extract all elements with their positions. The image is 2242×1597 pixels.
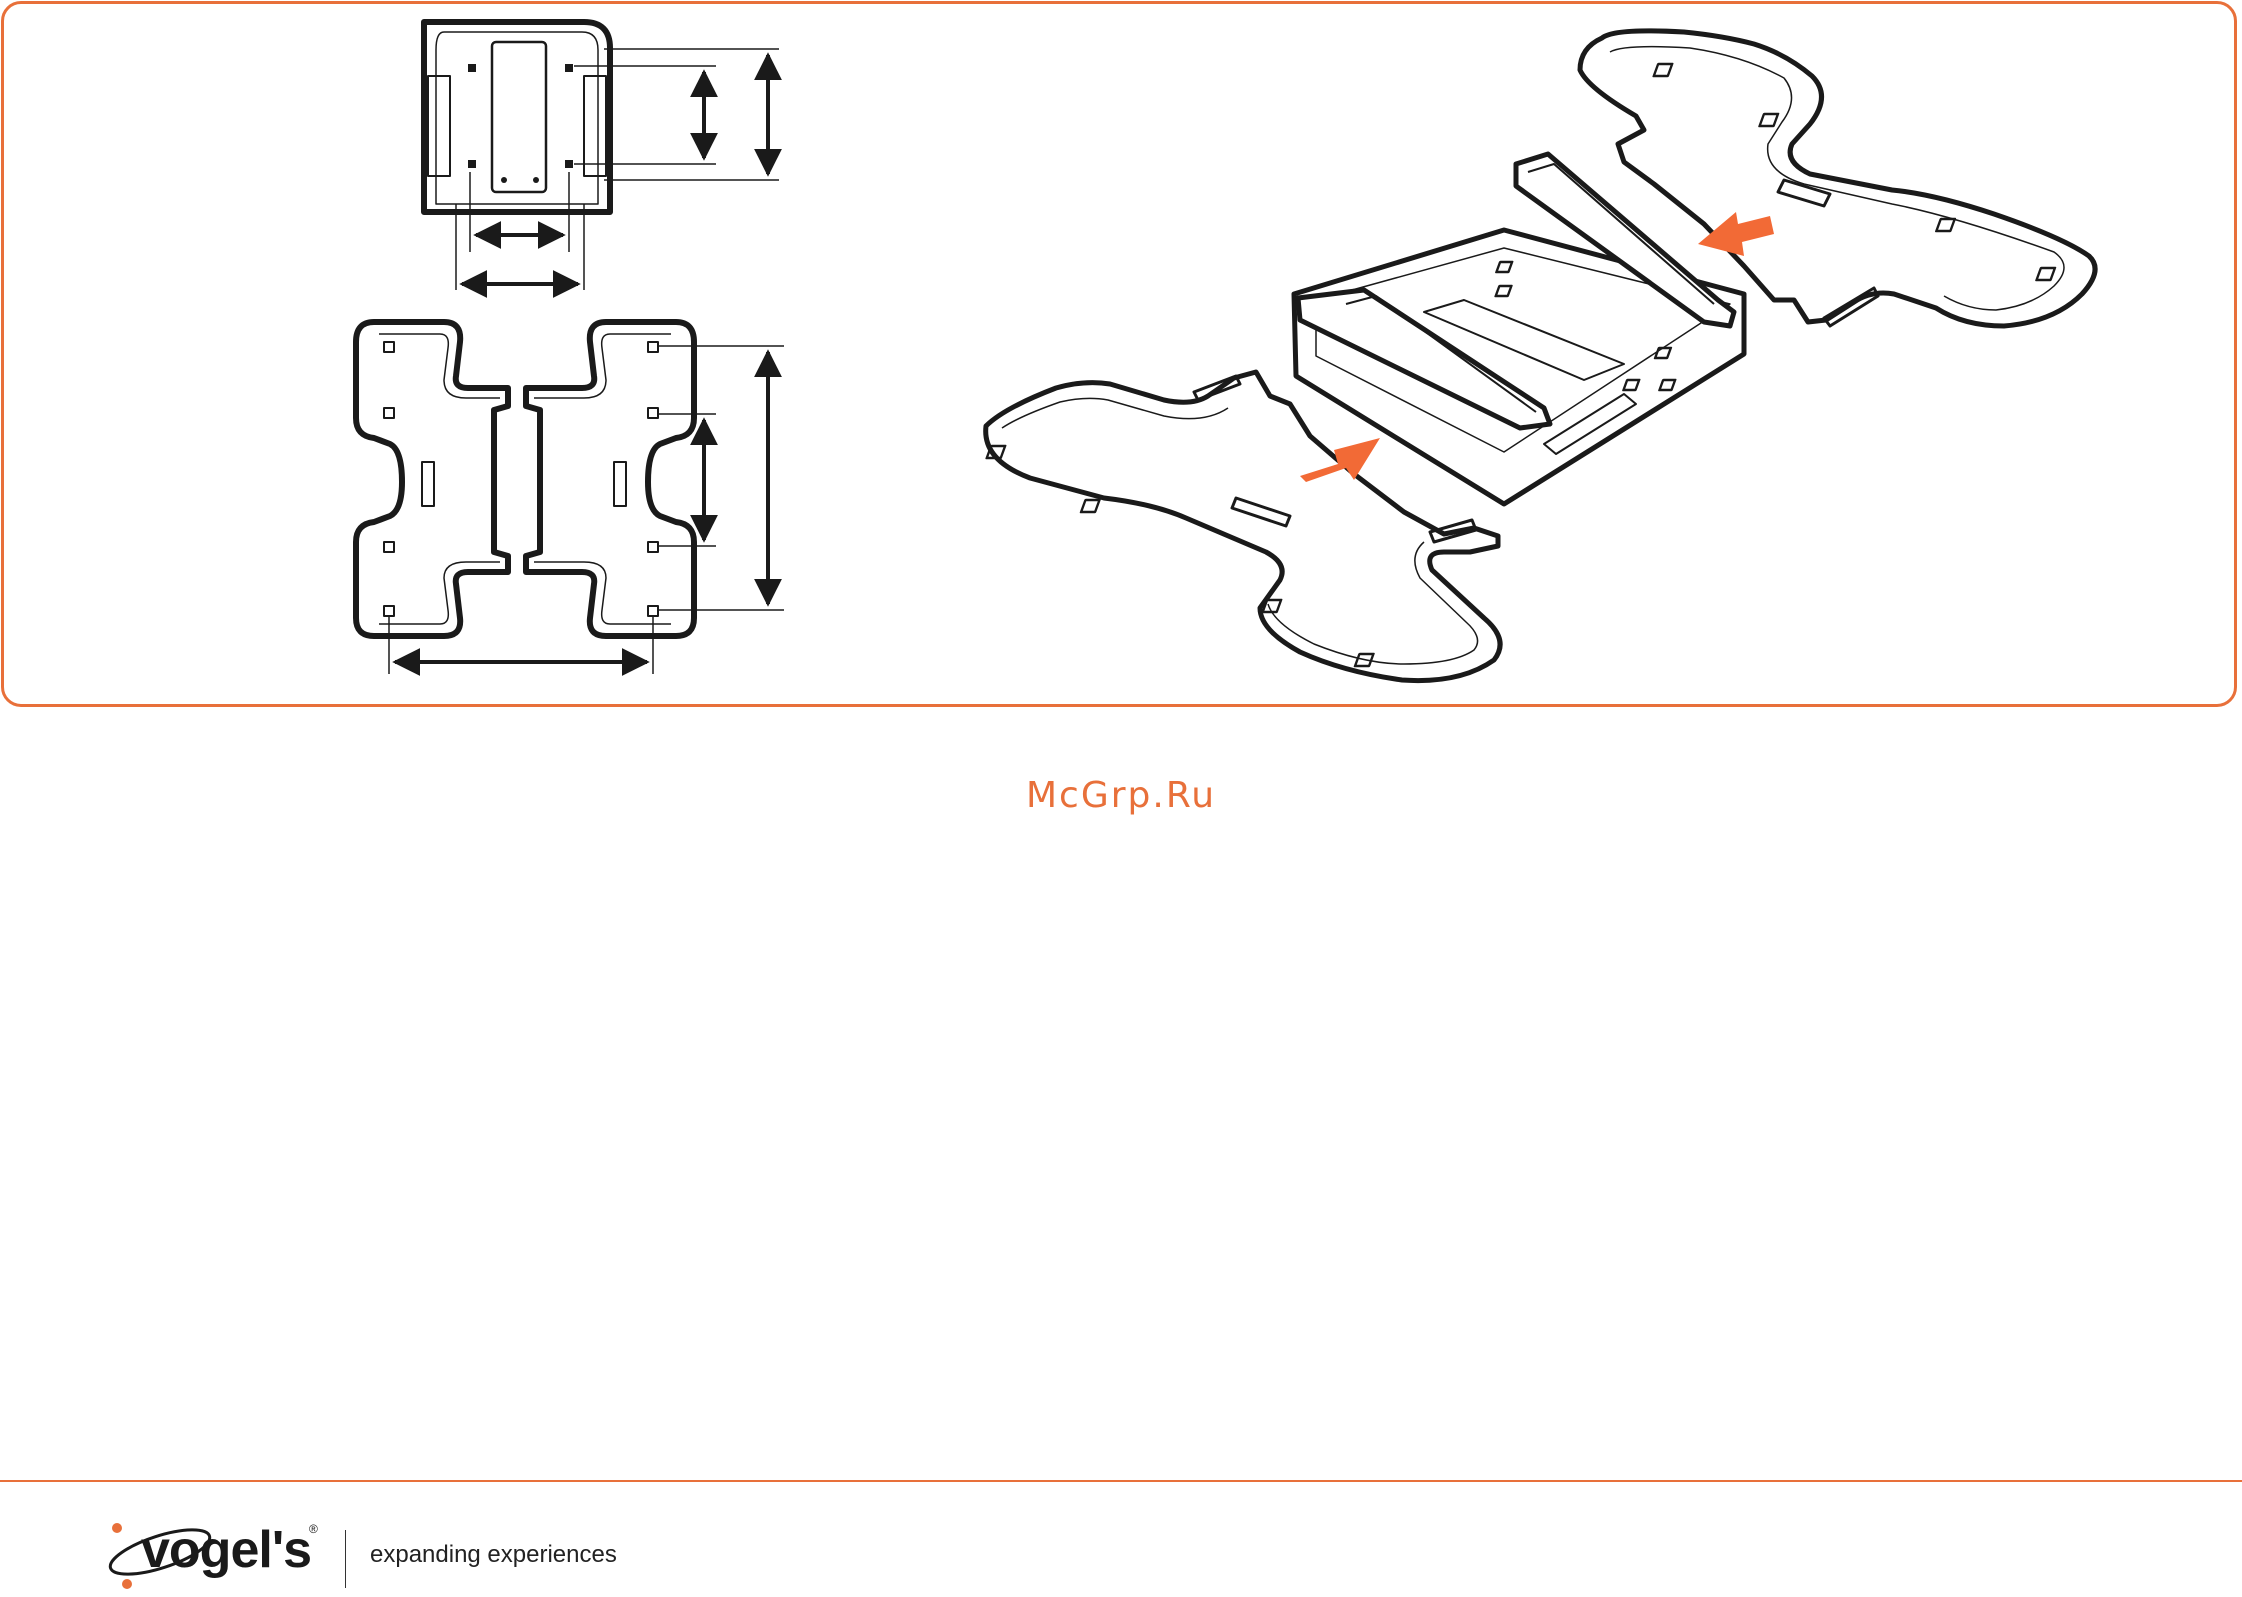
large-plate-left-half xyxy=(356,322,508,636)
brand-name: vogel's xyxy=(141,1520,311,1580)
small-plate-dimension-arrows xyxy=(462,55,768,284)
brand-tagline: expanding experiences xyxy=(370,1541,617,1569)
small-plate-holes xyxy=(468,64,573,183)
small-plate-right-rail xyxy=(584,76,606,176)
small-plate-inner-outline xyxy=(436,32,598,204)
assembly-figure xyxy=(986,31,2095,681)
small-plate-center-slot xyxy=(492,42,546,192)
small-plate-left-rail xyxy=(428,76,450,176)
large-plate-figure xyxy=(356,322,784,674)
vogels-logo: vogel's ® xyxy=(105,1510,345,1595)
illustration-panel xyxy=(1,1,2237,707)
watermark-text: McGrp.Ru xyxy=(0,775,2242,816)
illustration-svg xyxy=(4,4,2237,707)
brand-separator xyxy=(345,1530,346,1588)
small-plate-dimensions xyxy=(456,49,779,290)
large-plate-right-half xyxy=(526,322,694,636)
large-plate-holes xyxy=(384,342,658,616)
small-plate-outline xyxy=(424,22,610,212)
footer-divider xyxy=(0,1480,2242,1482)
large-plate-dimensions xyxy=(389,346,784,674)
small-plate-figure xyxy=(424,22,779,290)
registered-mark: ® xyxy=(309,1522,318,1536)
